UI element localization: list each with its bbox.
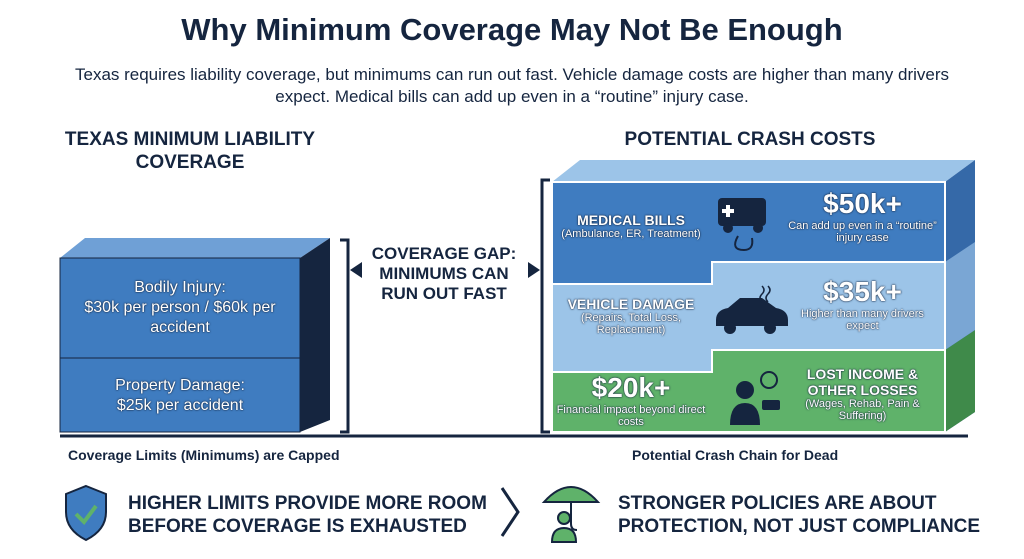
umbrella-person-icon [541,486,601,543]
bodily-injury-label: Bodily Injury: [134,279,226,296]
lost-label: LOST INCOME & OTHER LOSSES (Wages, Rehab… [785,366,940,422]
property-damage-label: Property Damage: [115,377,245,394]
right-block-top [552,160,975,182]
medical-amount: $50k+ [823,188,902,219]
left-caption: Coverage Limits (Minimums) are Capped [68,447,340,463]
subtitle: Texas requires liability coverage, but m… [74,65,950,106]
medical-note: Can add up even in a “routine” injury ca… [788,220,937,244]
property-damage-face [59,357,301,433]
green-side [945,330,975,432]
chevron-right-icon [500,487,520,537]
injured-person-icon [730,371,780,425]
vehicle-detail: (Repairs, Total Loss, Replacement) [580,312,682,336]
lightblue-side [945,242,975,350]
left-block-top [60,238,330,258]
bodily-injury-face [59,257,301,359]
medical-cost: $50k+ Can add up even in a “routine” inj… [785,188,940,244]
lost-detail: (Wages, Rehab, Pain & Suffering) [805,398,920,422]
bodily-injury-value: $30k per person / $60k per accident [84,299,276,336]
right-heading: POTENTIAL CRASH COSTS [624,129,876,150]
medical-label: MEDICAL BILLS (Ambulance, ER, Treatment) [556,212,706,240]
bottom-right-message: STRONGER POLICIES ARE ABOUT PROTECTION, … [618,493,981,537]
vehicle-label: VEHICLE DAMAGE (Repairs, Total Loss, Rep… [556,296,706,336]
left-heading: TEXAS MINIMUM LIABILITY COVERAGE [64,129,316,173]
left-block-side [300,238,330,432]
left-bracket [340,238,350,434]
vehicle-amount: $35k+ [823,276,902,307]
property-damage-block: Property Damage: $25k per accident [60,376,300,416]
coverage-gap-text: COVERAGE GAP: MINIMUMS CAN RUN OUT FAST [371,244,517,303]
vehicle-title: VEHICLE DAMAGE [567,296,695,312]
vehicle-note: Higher than many drivers expect [801,308,924,332]
bottom-left-message: HIGHER LIMITS PROVIDE MORE ROOM BEFORE C… [128,493,487,537]
right-caption: Potential Crash Chain for Dead [632,447,839,463]
medical-detail: (Ambulance, ER, Treatment) [561,228,701,240]
arrow-right-icon [528,262,540,278]
right-bracket [540,178,550,434]
medical-title: MEDICAL BILLS [577,212,685,228]
ambulance-icon [718,198,766,252]
page-title: Why Minimum Coverage May Not Be Enough [181,12,843,47]
bodily-injury-block: Bodily Injury: $30k per person / $60k pe… [60,278,300,338]
property-damage-value: $25k per accident [116,397,244,414]
vehicle-cost: $35k+ Higher than many drivers expect [785,276,940,332]
arrow-left-icon [350,262,362,278]
lost-amount: $20k+ [591,372,671,403]
shield-check-icon [65,484,107,542]
lost-note: Financial impact beyond direct costs [556,404,706,428]
damaged-car-icon [716,285,788,334]
lost-cost: $20k+ Financial impact beyond direct cos… [556,372,706,428]
lost-title: LOST INCOME & OTHER LOSSES [806,366,919,398]
